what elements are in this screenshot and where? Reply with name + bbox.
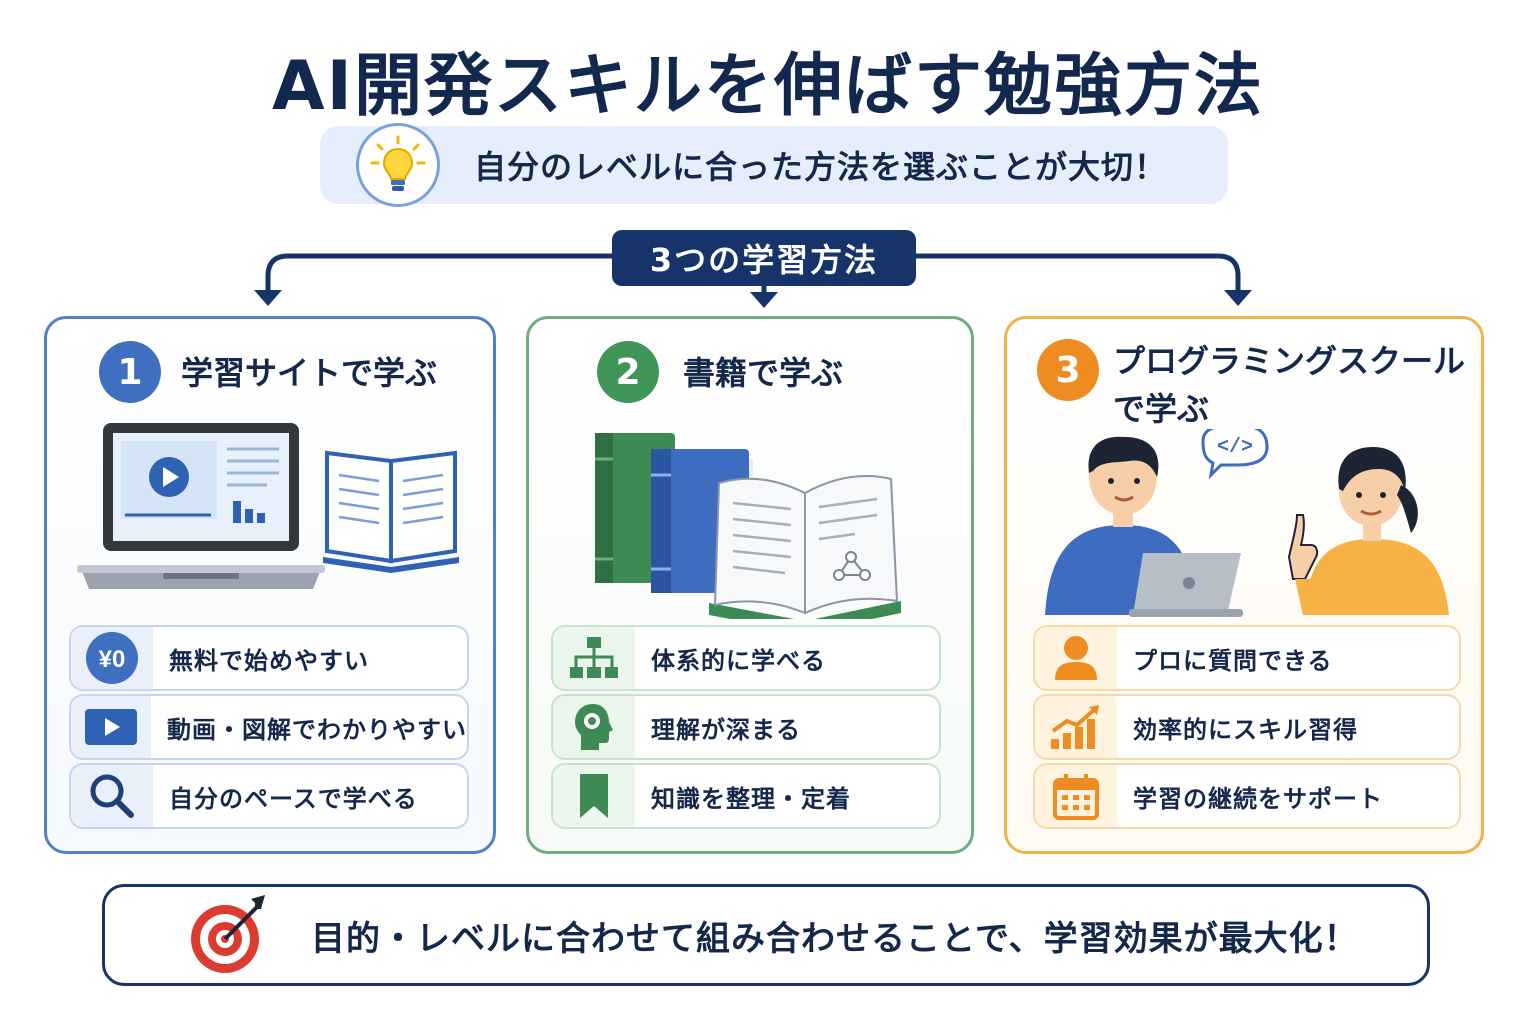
feature-item: 学習の継続をサポート xyxy=(1033,763,1461,829)
tip-banner: 自分のレベルに合った方法を選ぶことが大切！ xyxy=(320,123,1228,207)
feature-text: 体系的に学べる xyxy=(651,646,826,675)
card-number: 1 xyxy=(99,341,161,403)
feature-text: 知識を整理・定着 xyxy=(651,784,851,813)
feature-text: プロに質問できる xyxy=(1133,646,1333,675)
feature-item: 自分のペースで学べる xyxy=(69,763,469,829)
feature-item: 体系的に学べる xyxy=(551,625,941,691)
person-icon xyxy=(1035,627,1117,689)
summary-text: 目的・レベルに合わせて組み合わせることで、学習効果が最大化！ xyxy=(311,918,1359,959)
yen-zero-icon: ¥0 xyxy=(71,627,153,689)
feature-text: 効率的にスキル習得 xyxy=(1133,715,1358,744)
card-title: プログラミングスクールで学ぶ xyxy=(1113,342,1466,428)
card-number: 3 xyxy=(1037,339,1099,401)
hierarchy-icon xyxy=(553,627,635,689)
card-title: 書籍で学ぶ xyxy=(683,354,844,392)
feature-item: 理解が深まる xyxy=(551,694,941,760)
lightbulb-icon xyxy=(356,123,440,207)
books-illustration xyxy=(595,433,901,619)
bookmark-icon xyxy=(553,765,635,827)
code-speech-text: </> xyxy=(1217,436,1253,459)
page-title: AI開発スキルを伸ばす勉強方法 xyxy=(272,47,1264,126)
search-icon xyxy=(71,765,153,827)
laptop-video-illustration xyxy=(77,423,459,589)
card-title: 学習サイトで学ぶ xyxy=(181,354,438,392)
feature-text: 学習の継続をサポート xyxy=(1133,784,1383,813)
feature-item: 動画・図解でわかりやすい xyxy=(69,694,469,760)
target-arrow-icon xyxy=(191,895,265,973)
methods-label: 3つの学習方法 xyxy=(612,230,916,286)
mentor-student-illustration: </> xyxy=(1045,429,1449,617)
head-brain-icon xyxy=(553,696,635,758)
feature-text: 動画・図解でわかりやすい xyxy=(167,715,467,744)
summary-banner: 目的・レベルに合わせて組み合わせることで、学習効果が最大化！ xyxy=(102,884,1430,986)
calendar-icon xyxy=(1035,765,1117,827)
feature-item: 知識を整理・定着 xyxy=(551,763,941,829)
card-number: 2 xyxy=(597,341,659,403)
feature-list: 体系的に学べる 理解が深まる 知識を整理・定着 xyxy=(551,625,941,832)
feature-list: プロに質問できる 効率的にスキル習得 学習の継続をサポート xyxy=(1033,625,1461,832)
feature-item: プロに質問できる xyxy=(1033,625,1461,691)
feature-item: 効率的にスキル習得 xyxy=(1033,694,1461,760)
feature-item: ¥0 無料で始めやすい xyxy=(69,625,469,691)
feature-list: ¥0 無料で始めやすい 動画・図解でわかりやすい 自分のペースで学べる xyxy=(69,625,469,832)
video-play-icon xyxy=(71,696,151,758)
tip-text: 自分のレベルに合った方法を選ぶことが大切！ xyxy=(474,148,1168,186)
method-card-school: 3 プログラミングスクールで学ぶ </> プロに質問できる xyxy=(1004,316,1484,854)
feature-text: 無料で始めやすい xyxy=(169,646,369,675)
feature-text: 自分のペースで学べる xyxy=(169,784,418,813)
method-card-books: 2 書籍で学ぶ 体系的に学べる 理解が深まる xyxy=(526,316,974,854)
yen-zero-text: ¥0 xyxy=(99,646,126,673)
method-card-website: 1 学習サイトで学ぶ ¥0 無料で始めやすい 動 xyxy=(44,316,496,854)
growth-chart-icon xyxy=(1035,696,1117,758)
feature-text: 理解が深まる xyxy=(651,715,801,744)
